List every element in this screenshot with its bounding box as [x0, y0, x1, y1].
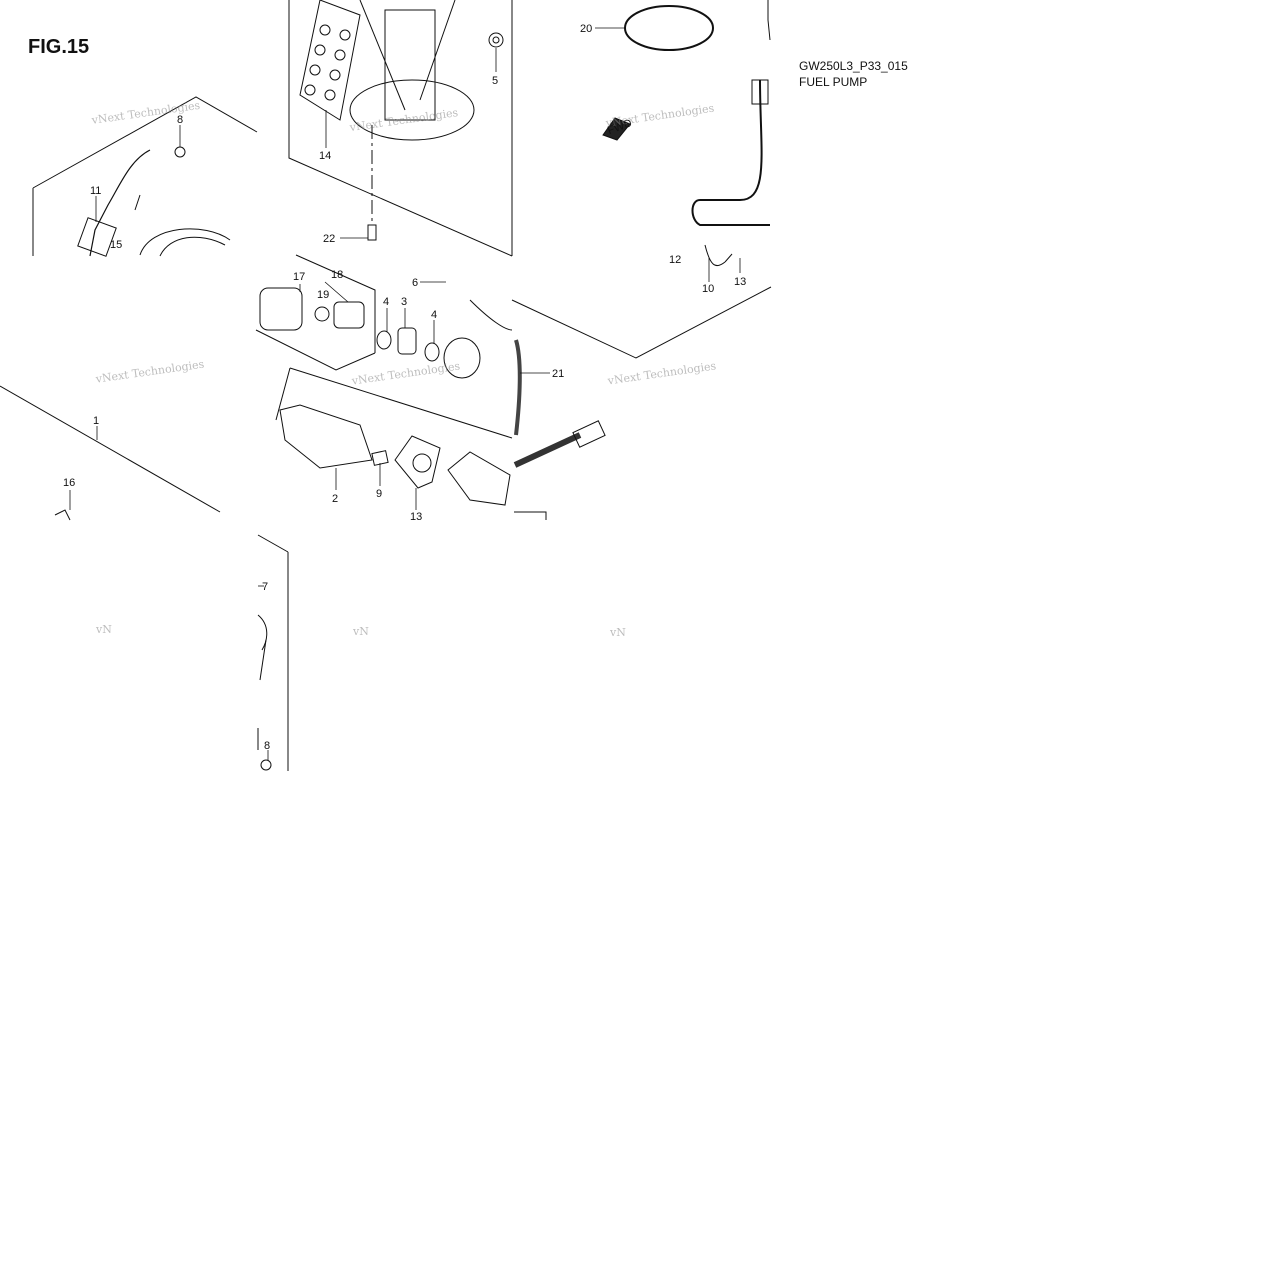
- assembly-name: FUEL PUMP: [799, 75, 868, 89]
- figure-title: FIG.15: [28, 36, 90, 58]
- callout-21: 21: [552, 368, 564, 380]
- callout-20: 20: [580, 23, 592, 35]
- callout-16: 16: [63, 477, 75, 489]
- watermarks: vNext Technologies vNext Technologies vN…: [90, 99, 717, 639]
- callout-4-left: 4: [383, 296, 389, 308]
- callout-3: 3: [401, 296, 407, 308]
- watermark-9: vN: [609, 626, 626, 639]
- callout-14: 14: [319, 150, 331, 162]
- watermark-6: vNext Technologies: [606, 359, 717, 387]
- callout-7: 7: [262, 581, 268, 593]
- watermark-5: vNext Technologies: [350, 359, 461, 387]
- diagram-linework: [0, 0, 772, 771]
- callout-6: 6: [412, 277, 418, 289]
- callout-17: 17: [293, 271, 305, 283]
- callout-22: 22: [323, 233, 335, 245]
- drawing-code: GW250L3_P33_015: [799, 59, 908, 73]
- watermark-7: vN: [95, 623, 112, 636]
- callout-2: 2: [332, 493, 338, 505]
- watermark-3: vNext Technologies: [604, 102, 715, 130]
- callout-13-right: 13: [734, 276, 746, 288]
- watermark-8: vN: [352, 625, 369, 638]
- callout-10: 10: [702, 283, 714, 295]
- callout-13-bottom: 13: [410, 511, 422, 523]
- callout-8-top: 8: [177, 114, 183, 126]
- callout-19: 19: [317, 289, 329, 301]
- watermark-4: vNext Technologies: [94, 358, 205, 386]
- callout-15: 15: [110, 239, 122, 251]
- callout-1: 1: [93, 415, 99, 427]
- leader-lines: [69, 27, 741, 760]
- callout-5: 5: [492, 75, 498, 87]
- callout-18: 18: [331, 269, 343, 281]
- callout-12-right: 12: [669, 254, 681, 266]
- watermark-1: vNext Technologies: [90, 99, 201, 127]
- callout-4-right: 4: [431, 309, 437, 321]
- callout-8-bottom: 8: [264, 740, 270, 752]
- watermark-2: vNext Technologies: [348, 106, 459, 134]
- callout-11: 11: [90, 185, 101, 197]
- callout-9: 9: [376, 488, 382, 500]
